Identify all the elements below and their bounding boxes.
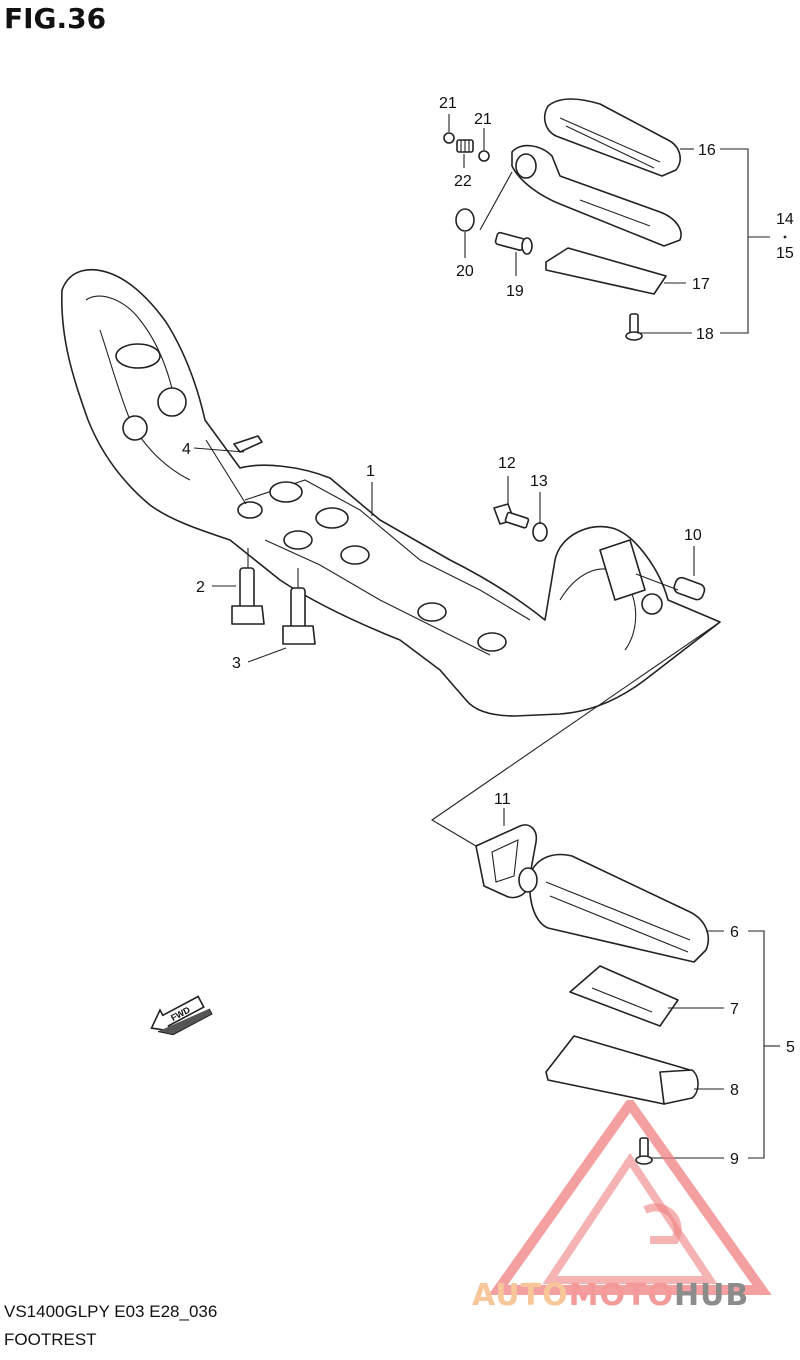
callout-8: 8 [730, 1082, 739, 1099]
screw-9 [635, 1137, 653, 1165]
callout-16: 16 [698, 142, 716, 159]
callout-14: 14 [776, 211, 794, 228]
callout-20: 20 [456, 263, 474, 280]
callout-15: 15 [776, 245, 794, 262]
watermark-text: AUTOMOTOHUB [472, 1278, 749, 1313]
watermark-moto: MOTO [568, 1278, 674, 1313]
bolt-12 [493, 503, 530, 529]
callout-19: 19 [506, 283, 524, 300]
callout-18: 18 [696, 326, 714, 343]
callout-11: 11 [494, 791, 511, 808]
clip-4 [233, 435, 263, 453]
washer-13 [532, 522, 548, 542]
callout-21-right: 21 [474, 111, 492, 128]
footrest-bracket [61, 268, 721, 717]
callout-12: 12 [498, 455, 516, 472]
watermark-logo-icon [488, 1100, 772, 1295]
ball-21-right [478, 150, 490, 162]
callout-21-left: 21 [439, 95, 457, 112]
model-code: VS1400GLPY E03 E28_036 [4, 1302, 218, 1321]
watermark-hub: HUB [673, 1278, 750, 1313]
spring-22 [456, 139, 474, 153]
footrest-plate-17 [545, 247, 667, 295]
ball-21-left [443, 132, 455, 144]
footrest-plate-7 [569, 965, 679, 1027]
footrest-cover-8 [545, 1035, 699, 1105]
fwd-arrow-icon: FWD [150, 995, 213, 1036]
footrest-bar [511, 144, 682, 247]
bolt-2 [231, 567, 265, 625]
callout-13: 13 [530, 473, 548, 490]
callout-5: 5 [786, 1039, 795, 1056]
pin-10 [673, 576, 706, 601]
pin-19 [494, 231, 533, 255]
callout-17: 17 [692, 276, 710, 293]
callout-14-15-dot [783, 235, 787, 239]
callout-6: 6 [730, 924, 739, 941]
screw-18 [625, 313, 643, 341]
callout-9: 9 [730, 1151, 739, 1168]
footrest-rubber-16 [543, 98, 681, 177]
bolt-3 [282, 587, 316, 645]
callout-7: 7 [730, 1001, 739, 1018]
callout-1: 1 [366, 463, 375, 480]
callout-2: 2 [196, 579, 205, 596]
callout-22: 22 [454, 173, 472, 190]
figure-title: FIG.36 [4, 2, 107, 35]
washer-20 [455, 208, 475, 232]
footrest-rubber-6 [518, 853, 710, 963]
assembly-lines [205, 171, 721, 847]
callout-4: 4 [182, 441, 191, 458]
watermark-auto: AUTO [472, 1278, 569, 1313]
callout-3: 3 [232, 655, 241, 672]
leader-lines [193, 114, 780, 1159]
callout-10: 10 [684, 527, 702, 544]
section-name: FOOTREST [4, 1330, 97, 1349]
callout-labels: 1 2 3 4 12 13 10 11 6 7 8 9 5 16 17 18 1… [182, 95, 795, 1168]
